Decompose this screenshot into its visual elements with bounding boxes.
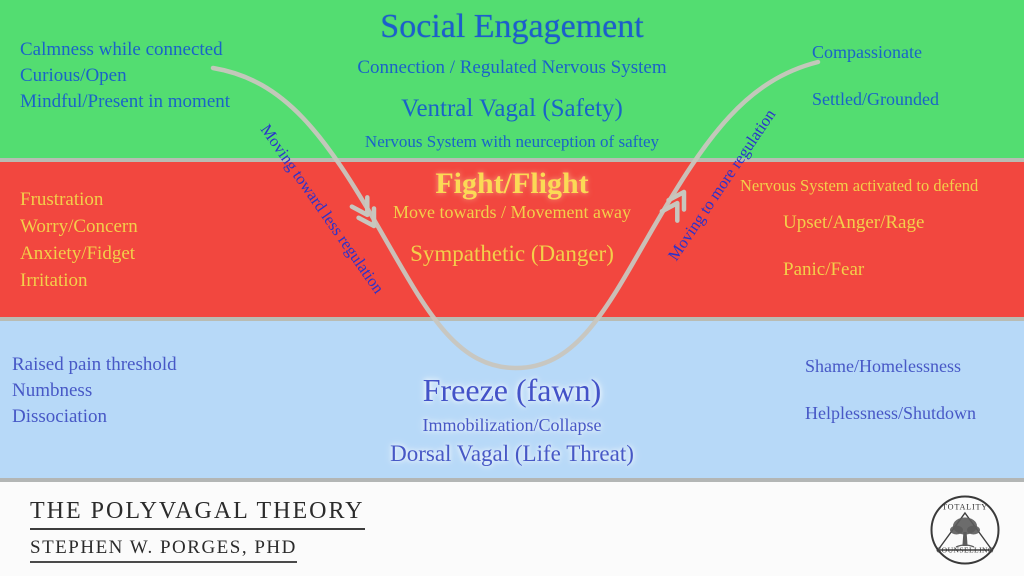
blue-band-subtitle: Immobilization/Collapse xyxy=(422,415,602,435)
red-band-subtitle: Move towards / Movement away xyxy=(393,202,631,222)
list-item: Worry/Concern xyxy=(20,216,138,237)
list-item: Numbness xyxy=(12,380,93,401)
green-right-item: Settled/Grounded xyxy=(812,89,939,109)
list-item: Anxiety/Fidget xyxy=(20,243,136,264)
list-item: Mindful/Present in moment xyxy=(20,91,231,112)
green-right-item: Compassionate xyxy=(812,42,922,62)
green-band-subtitle: Connection / Regulated Nervous System xyxy=(357,57,667,78)
list-item: Curious/Open xyxy=(20,65,127,86)
red-left-list: Frustration Worry/Concern Anxiety/Fidget… xyxy=(20,186,138,294)
green-band-subheading: Nervous System with neurception of safte… xyxy=(364,132,660,151)
green-band-title: Social Engagement xyxy=(380,8,644,45)
totality-counselling-logo: TOTALITY COUNSELLING xyxy=(930,495,1000,565)
blue-left-list: Raised pain threshold Numbness Dissociat… xyxy=(12,352,177,430)
logo-top-text: TOTALITY xyxy=(942,503,988,512)
logo-circle xyxy=(930,495,1000,565)
red-band-heading: Sympathetic (Danger) xyxy=(410,241,614,266)
list-item: Irritation xyxy=(20,270,88,291)
blue-band-title: Freeze (fawn) xyxy=(422,372,602,408)
tree-icon xyxy=(950,517,980,548)
green-left-list: Calmness while connected Curious/Open Mi… xyxy=(20,37,230,115)
red-right-item: Panic/Fear xyxy=(783,259,865,280)
logo-bottom-text: COUNSELLING xyxy=(936,546,994,555)
red-right-note: Nervous System activated to defend xyxy=(740,176,979,195)
band-separator xyxy=(0,478,1024,482)
footer-title: THE POLYVAGAL THEORY xyxy=(30,498,365,530)
blue-right-item: Shame/Homelessness xyxy=(805,356,961,376)
red-band-title: Fight/Flight xyxy=(435,167,589,200)
list-item: Calmness while connected xyxy=(20,39,223,60)
list-item: Raised pain threshold xyxy=(12,354,177,375)
blue-band-heading: Dorsal Vagal (Life Threat) xyxy=(390,441,634,466)
list-item: Dissociation xyxy=(12,406,107,427)
green-band-heading: Ventral Vagal (Safety) xyxy=(401,95,623,122)
red-right-item: Upset/Anger/Rage xyxy=(783,212,925,233)
list-item: Frustration xyxy=(20,189,104,210)
blue-right-item: Helplessness/Shutdown xyxy=(805,403,976,423)
footer-author: STEPHEN W. PORGES, PHD xyxy=(30,537,297,563)
